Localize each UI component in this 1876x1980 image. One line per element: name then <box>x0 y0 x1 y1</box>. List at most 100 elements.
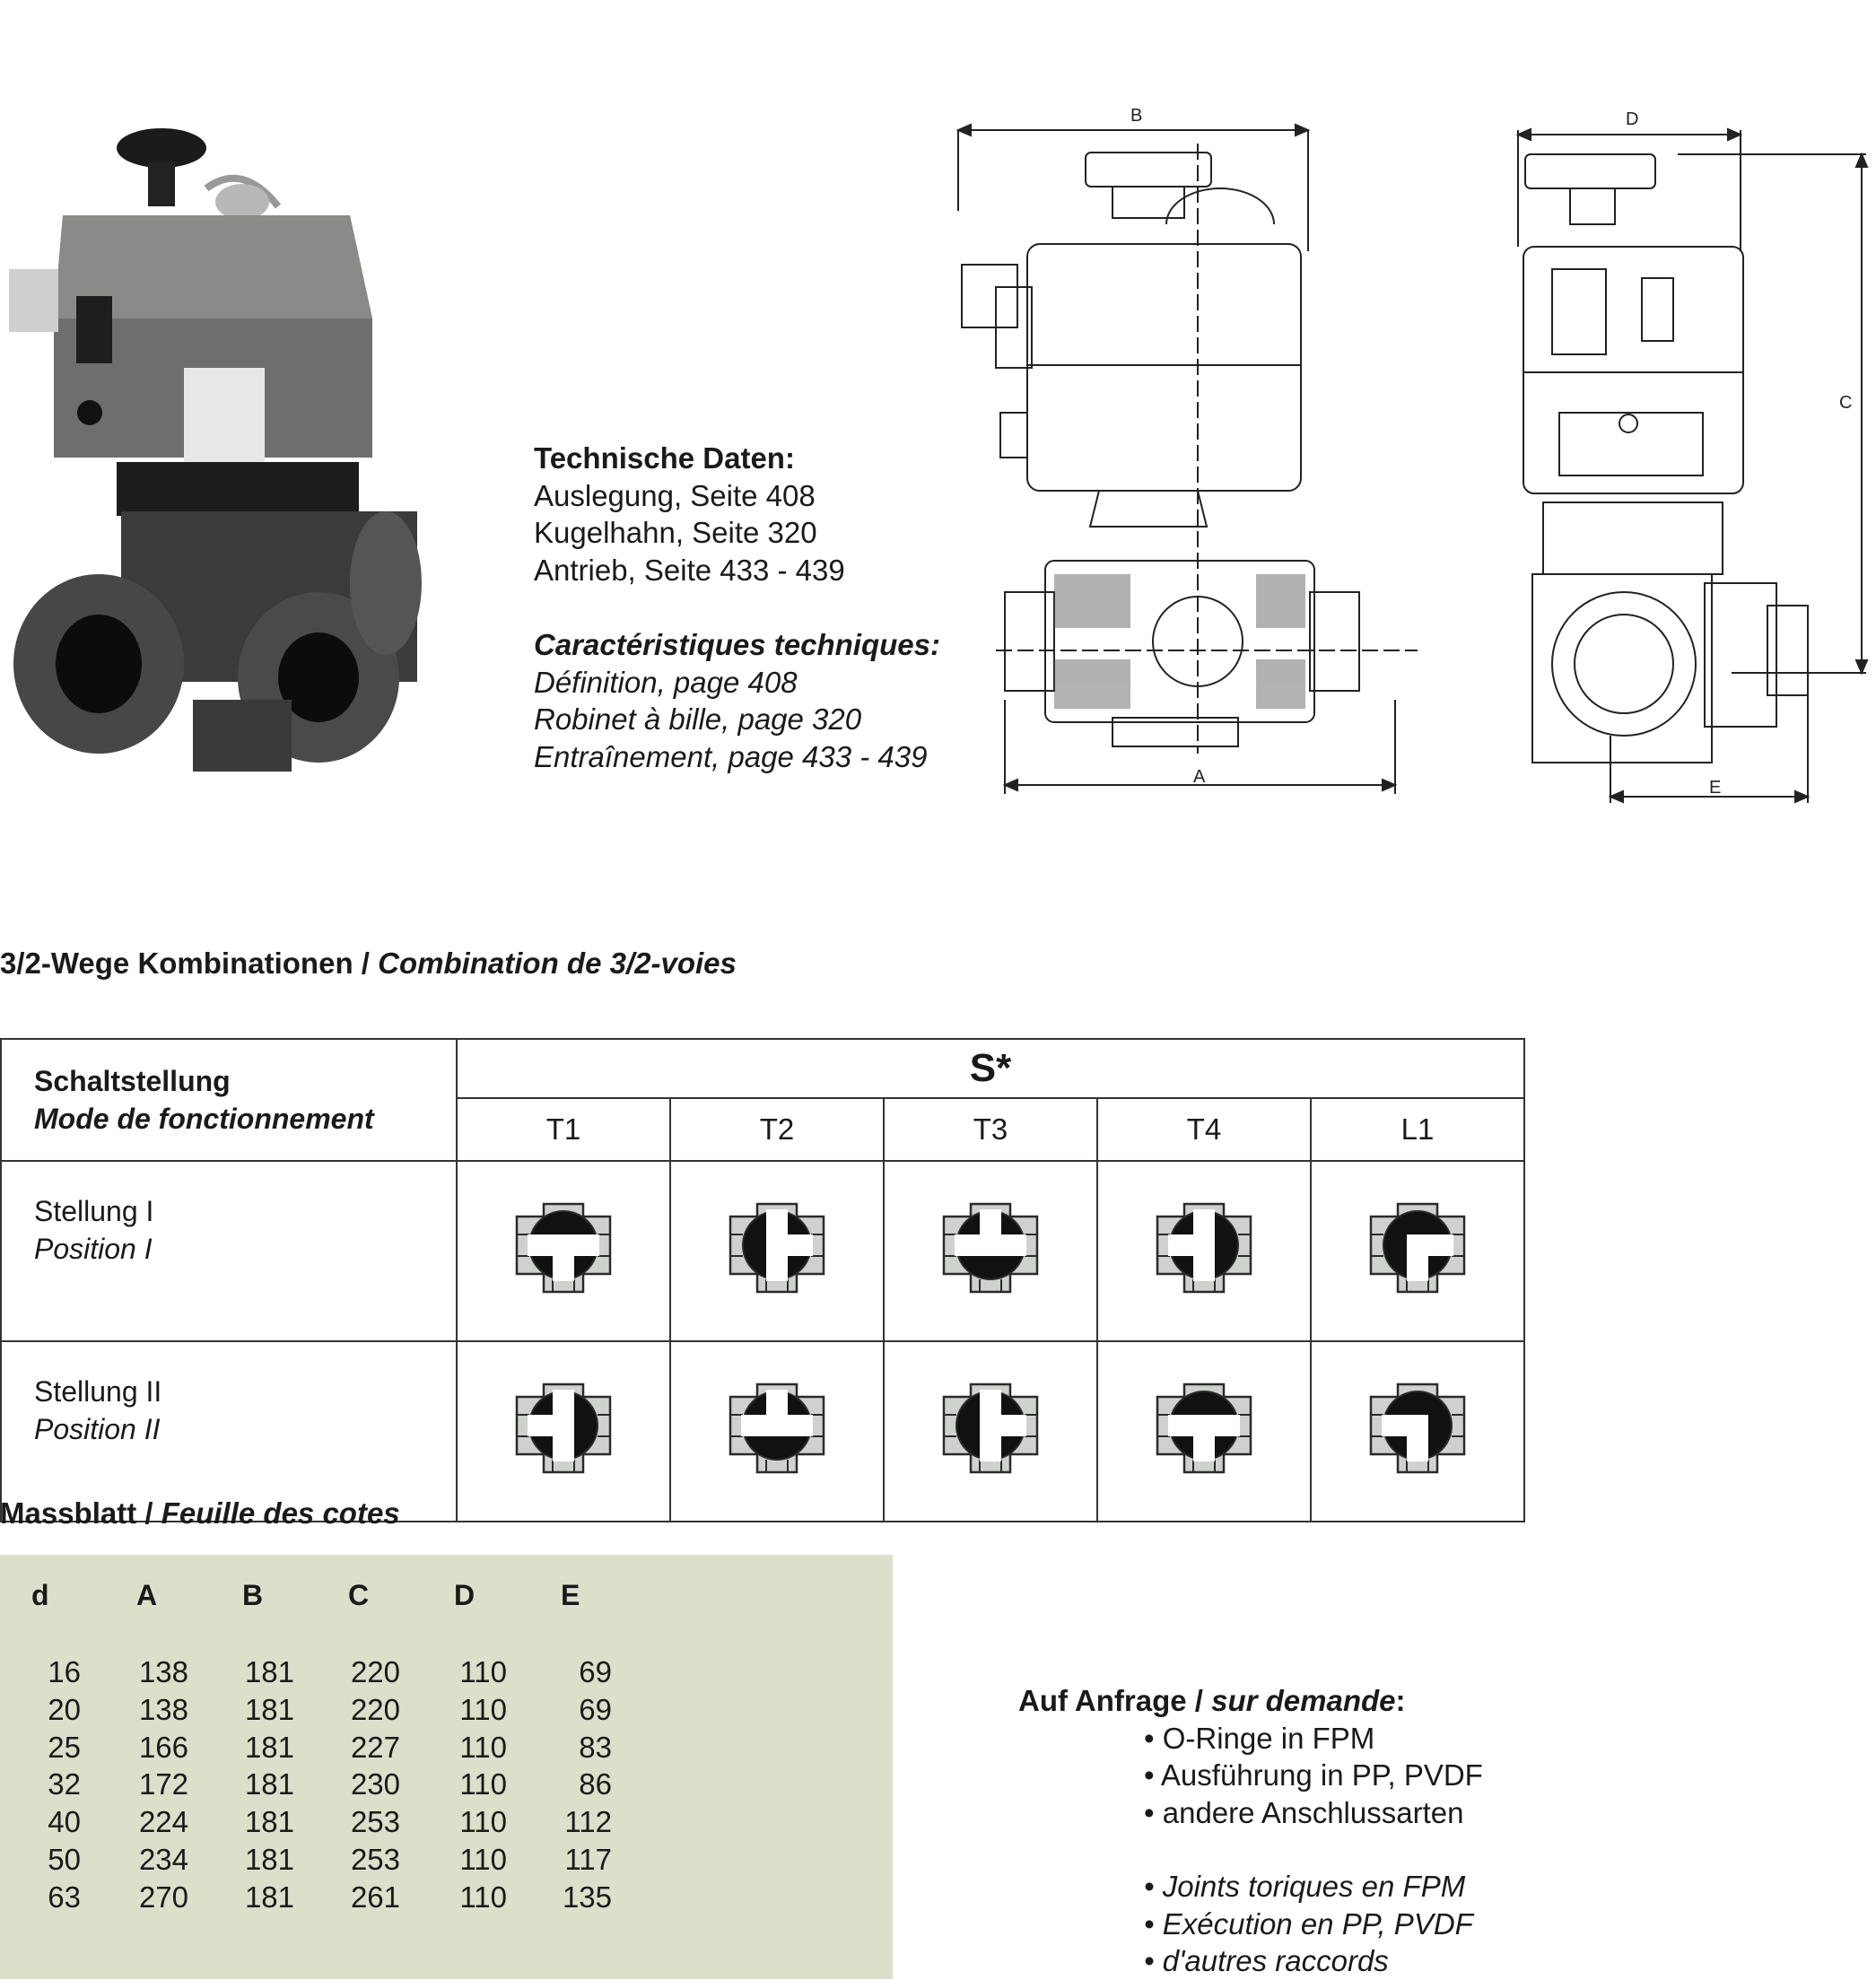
dim-label-e: E <box>1709 778 1721 798</box>
valve-position-icon <box>729 1202 825 1294</box>
tech-fr-title: Caractéristiques techniques: <box>534 628 940 661</box>
column-header: L1 <box>1310 1097 1525 1162</box>
valve-position-icon <box>942 1202 1039 1294</box>
tech-fr-line: Robinet à bille, page 320 <box>534 702 862 736</box>
dim-label-d: D <box>1626 109 1638 129</box>
symbol-cell <box>883 1160 1098 1342</box>
symbol-cell <box>669 1340 885 1522</box>
massblatt-title-fr: Feuille des cotes <box>161 1496 400 1530</box>
dimension-row: 20 138 181 220 110 69 <box>0 1693 628 1729</box>
dimension-cell: 270 <box>138 1880 188 1914</box>
column-header: T3 <box>883 1097 1098 1162</box>
dimension-cell: 181 <box>244 1692 294 1726</box>
request-title-de: Auf Anfrage / <box>1018 1684 1203 1717</box>
symbol-cell <box>1310 1340 1525 1522</box>
dimension-cell: 40 <box>48 1805 81 1839</box>
request-item: Joints toriques en FPM <box>1144 1868 1483 1906</box>
dimension-cell: 69 <box>579 1692 612 1726</box>
valve-position-icon <box>942 1383 1039 1474</box>
request-list-de: O-Ringe in FPM Ausführung in PP, PVDF an… <box>1018 1720 1483 1832</box>
header-cell-schaltstellung: Schaltstellung Mode de fonctionnement <box>0 1038 458 1162</box>
dimension-cell: 135 <box>562 1880 612 1914</box>
dimension-header: B <box>242 1579 264 1611</box>
dim-label-a: A <box>1193 767 1206 787</box>
dimension-cell: 20 <box>48 1692 81 1726</box>
symbol-cell <box>456 1160 671 1342</box>
dimension-cell: 50 <box>48 1843 81 1876</box>
technical-drawing-front: B A <box>955 108 1418 794</box>
request-title-fr: sur demande <box>1211 1684 1396 1717</box>
dimension-cell: 234 <box>138 1843 188 1876</box>
dimension-cell: 261 <box>350 1880 400 1914</box>
massblatt-title: Massblatt / Feuille des cotes <box>0 1496 400 1531</box>
tech-de-line: Auslegung, Seite 408 <box>534 478 816 512</box>
valve-position-icon <box>515 1202 612 1294</box>
dimension-cell: 181 <box>244 1730 294 1764</box>
valve-position-icon <box>1156 1202 1252 1294</box>
technical-drawing-side: D E C <box>1515 109 1869 804</box>
tech-de-line: Kugelhahn, Seite 320 <box>534 516 817 549</box>
dimension-cell: 110 <box>459 1843 507 1876</box>
dimension-header: D <box>454 1579 476 1611</box>
dimension-cell: 110 <box>459 1655 507 1688</box>
dimension-cell: 138 <box>138 1692 188 1726</box>
dimension-cell: 166 <box>138 1730 188 1764</box>
dimension-cell: 63 <box>48 1880 81 1914</box>
combinations-title-de: 3/2-Wege Kombinationen / <box>0 946 370 980</box>
switching-position-table: Schaltstellung Mode de fonctionnement S*… <box>0 1038 1525 1522</box>
valve-position-icon <box>1369 1202 1466 1294</box>
symbol-cell <box>883 1340 1098 1522</box>
valve-position-icon <box>1156 1383 1252 1474</box>
header-fr: Mode de fonctionnement <box>34 1103 374 1135</box>
dimension-cell: 181 <box>244 1655 294 1688</box>
request-item: Exécution en PP, PVDF <box>1144 1906 1483 1943</box>
column-header: T1 <box>456 1097 671 1162</box>
dimension-cell: 110 <box>459 1767 507 1801</box>
dimension-cell: 25 <box>48 1730 81 1764</box>
dimension-cell: 83 <box>579 1730 612 1764</box>
request-item: andere Anschlussarten <box>1144 1794 1483 1832</box>
row-label-fr: Position II <box>34 1413 161 1445</box>
request-title-colon: : <box>1395 1684 1406 1717</box>
technical-data-block: Technische Daten: Auslegung, Seite 408 K… <box>534 440 940 775</box>
dimension-cell: 230 <box>350 1767 400 1801</box>
valve-position-icon <box>729 1383 825 1474</box>
tech-fr-line: Définition, page 408 <box>534 665 798 699</box>
row-label-position-2: Stellung II Position II <box>0 1340 458 1522</box>
valve-position-icon <box>515 1383 612 1474</box>
header-de: Schaltstellung <box>34 1065 231 1097</box>
row-label-de: Stellung I <box>34 1195 154 1227</box>
dimension-cell: 138 <box>138 1655 188 1688</box>
dimension-cell: 110 <box>459 1805 507 1839</box>
request-item: Ausführung in PP, PVDF <box>1144 1757 1483 1794</box>
dimension-cell: 86 <box>579 1767 612 1801</box>
dimension-table <box>0 1555 893 1979</box>
dim-label-b: B <box>1130 108 1142 126</box>
column-header: T4 <box>1096 1097 1312 1162</box>
dimension-cell: 110 <box>459 1692 507 1726</box>
tech-de-line: Antrieb, Seite 433 - 439 <box>534 553 845 587</box>
dimension-header: E <box>561 1579 580 1611</box>
combinations-title-fr: Combination de 3/2-voies <box>378 946 737 980</box>
symbol-cell <box>1310 1160 1525 1342</box>
on-request-block: Auf Anfrage / sur demande: O-Ringe in FP… <box>1018 1682 1483 1980</box>
row-label-de: Stellung II <box>34 1375 162 1408</box>
dimension-header: A <box>136 1579 158 1611</box>
dimension-cell: 220 <box>350 1692 400 1726</box>
symbol-cell <box>456 1340 671 1522</box>
symbol-cell <box>669 1160 885 1342</box>
row-label-fr: Position I <box>34 1233 153 1265</box>
product-photo <box>9 128 422 772</box>
dimension-header: d <box>31 1579 49 1611</box>
dimension-cell: 112 <box>564 1805 612 1839</box>
request-list-fr: Joints toriques en FPM Exécution en PP, … <box>1018 1868 1483 1980</box>
valve-position-icon <box>1369 1383 1466 1474</box>
dimension-cell: 110 <box>459 1880 507 1914</box>
combinations-title: 3/2-Wege Kombinationen / Combination de … <box>0 946 737 981</box>
dimension-cell: 181 <box>244 1767 294 1801</box>
